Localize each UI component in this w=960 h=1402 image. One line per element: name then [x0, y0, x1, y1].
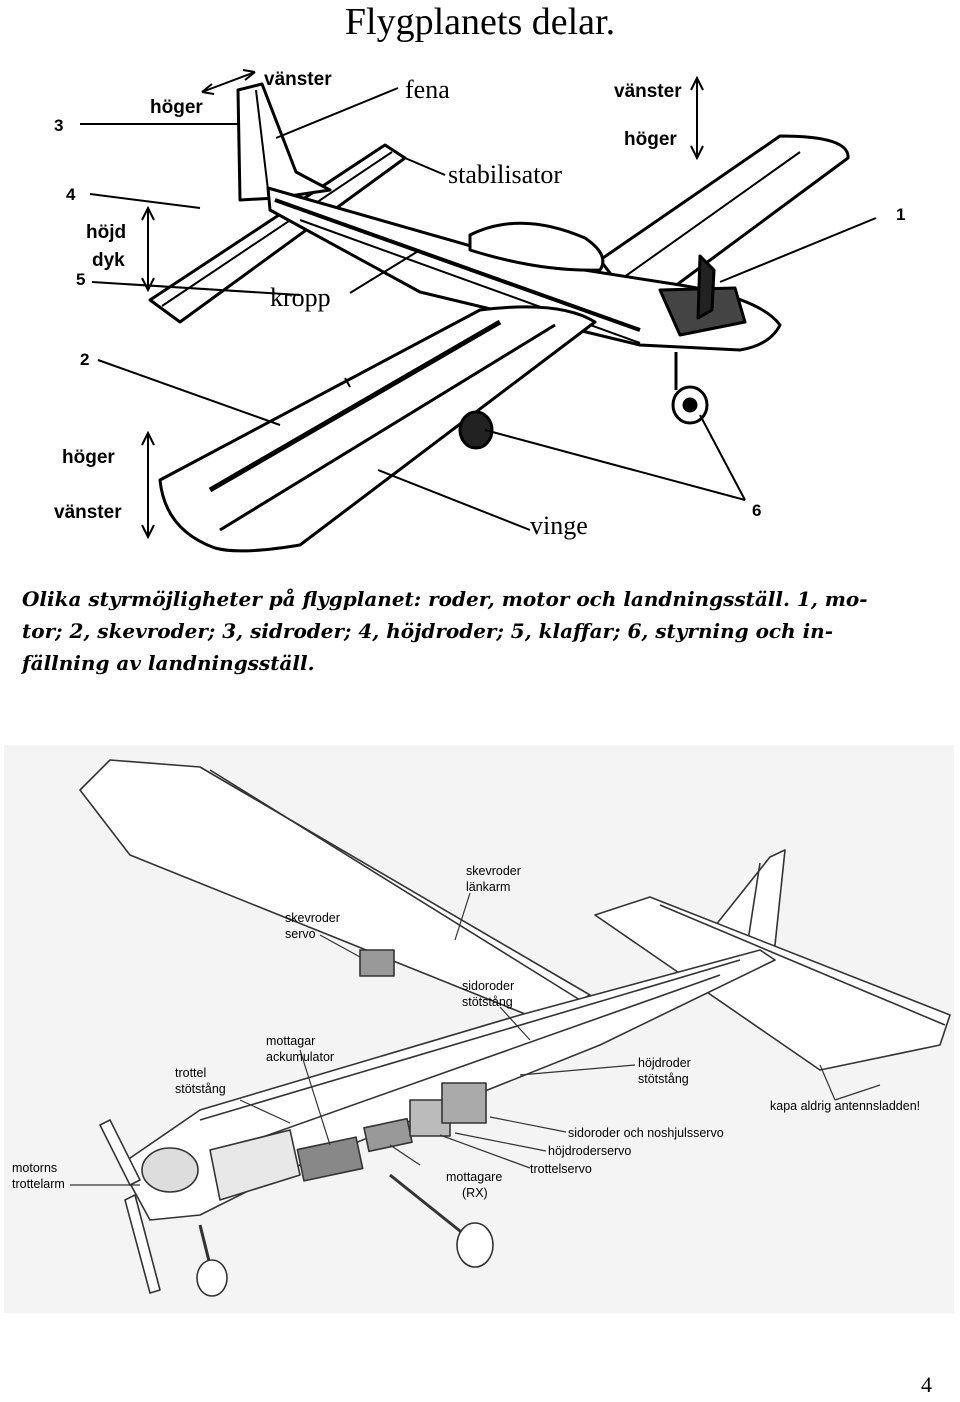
- label-mottagar-ackumulator-2: ackumulator: [266, 1050, 334, 1064]
- rc-engine-drawing: [141, 1147, 199, 1193]
- label-sidoroder-stotstang-2: stötstång: [462, 995, 513, 1009]
- aileron-servo-drawing: [359, 949, 395, 977]
- direction-vanster-right: vänster: [614, 81, 682, 102]
- rc-installation-figure: skevroder länkarm skevroder servo sidoro…: [4, 745, 954, 1313]
- label-trottel-stotstang-2: stötstång: [175, 1082, 226, 1096]
- direction-hoger-left: höger: [62, 447, 115, 468]
- label-kropp: kropp: [270, 283, 331, 312]
- label-vinge: vinge: [530, 511, 588, 540]
- label-fena: fena: [405, 75, 450, 104]
- battery-drawing: [296, 1136, 364, 1182]
- rc-leader-lines: [70, 892, 881, 1186]
- direction-vanster-left: vänster: [54, 502, 122, 523]
- label-sidoroder-noshjulsservo: sidoroder och noshjulsservo: [568, 1126, 724, 1140]
- leader-lines: [80, 69, 877, 540]
- label-skevroder-servo-2: servo: [285, 927, 316, 941]
- right-wing-drawing: [598, 134, 850, 314]
- fuel-tank-drawing: [209, 1129, 301, 1201]
- label-mottagare-2: (RX): [462, 1186, 488, 1200]
- label-hojdroder-stotstang-2: stötstång: [638, 1072, 689, 1086]
- label-hojdroderservo: höjdroderservo: [548, 1144, 631, 1158]
- label-motorns-trottelarm-2: trottelarm: [12, 1177, 65, 1191]
- page-title: Flygplanets delar.: [344, 1, 616, 43]
- direction-hoger-right: höger: [624, 129, 677, 150]
- number-label-5: 5: [76, 270, 85, 289]
- label-motorns-trottelarm-1: motorns: [12, 1161, 57, 1175]
- number-label-2: 2: [80, 350, 89, 369]
- label-mottagar-ackumulator-1: mottagar: [266, 1034, 315, 1048]
- label-hojdroder-stotstang-1: höjdroder: [638, 1056, 691, 1070]
- main-wing-drawing: [79, 759, 591, 1021]
- propeller-lower-drawing: [124, 1194, 161, 1294]
- direction-dyk: dyk: [92, 250, 125, 271]
- servo-2-drawing: [441, 1082, 487, 1124]
- direction-vanster-top: vänster: [264, 69, 332, 90]
- airplane-controls-figure: 3 4 5 2 1 6 höger vänster vänster höger …: [20, 69, 905, 675]
- label-sidoroder-stotstang-1: sidoroder: [462, 979, 514, 993]
- fin-drawing: [236, 82, 332, 202]
- number-label-1: 1: [896, 205, 905, 224]
- tail-stabilizer-drawing: [594, 896, 951, 1071]
- propeller-upper-drawing: [99, 1119, 141, 1186]
- caption-line-3: fällning av landningsställ.: [20, 651, 315, 675]
- label-trottelservo: trottelservo: [530, 1162, 592, 1176]
- nose-gear-wheel-drawing: [196, 1259, 228, 1297]
- direction-hoger-top: höger: [150, 97, 203, 118]
- label-skevroder-lankarm-2: länkarm: [466, 880, 510, 894]
- direction-hojd: höjd: [86, 222, 126, 243]
- label-mottagare-1: mottagare: [446, 1170, 502, 1184]
- caption-line-1: Olika styrmöjligheter på flygplanet: rod…: [22, 587, 868, 611]
- number-label-3: 3: [54, 116, 63, 135]
- main-gear-wheel-drawing: [456, 1222, 494, 1268]
- caption-line-2: tor; 2, skevroder; 3, sidroder; 4, höjdr…: [22, 619, 833, 643]
- page-number: 4: [921, 1372, 932, 1397]
- number-label-6: 6: [752, 501, 761, 520]
- label-kapa-aldrig: kapa aldrig antennsladden!: [770, 1099, 920, 1113]
- label-stabilisator: stabilisator: [448, 160, 562, 189]
- main-wheel-drawing: [458, 410, 494, 450]
- label-skevroder-servo-1: skevroder: [285, 911, 340, 925]
- canopy-drawing: [468, 221, 605, 272]
- number-label-4: 4: [66, 185, 76, 204]
- label-trottel-stotstang-1: trottel: [175, 1066, 206, 1080]
- label-skevroder-lankarm-1: skevroder: [466, 864, 521, 878]
